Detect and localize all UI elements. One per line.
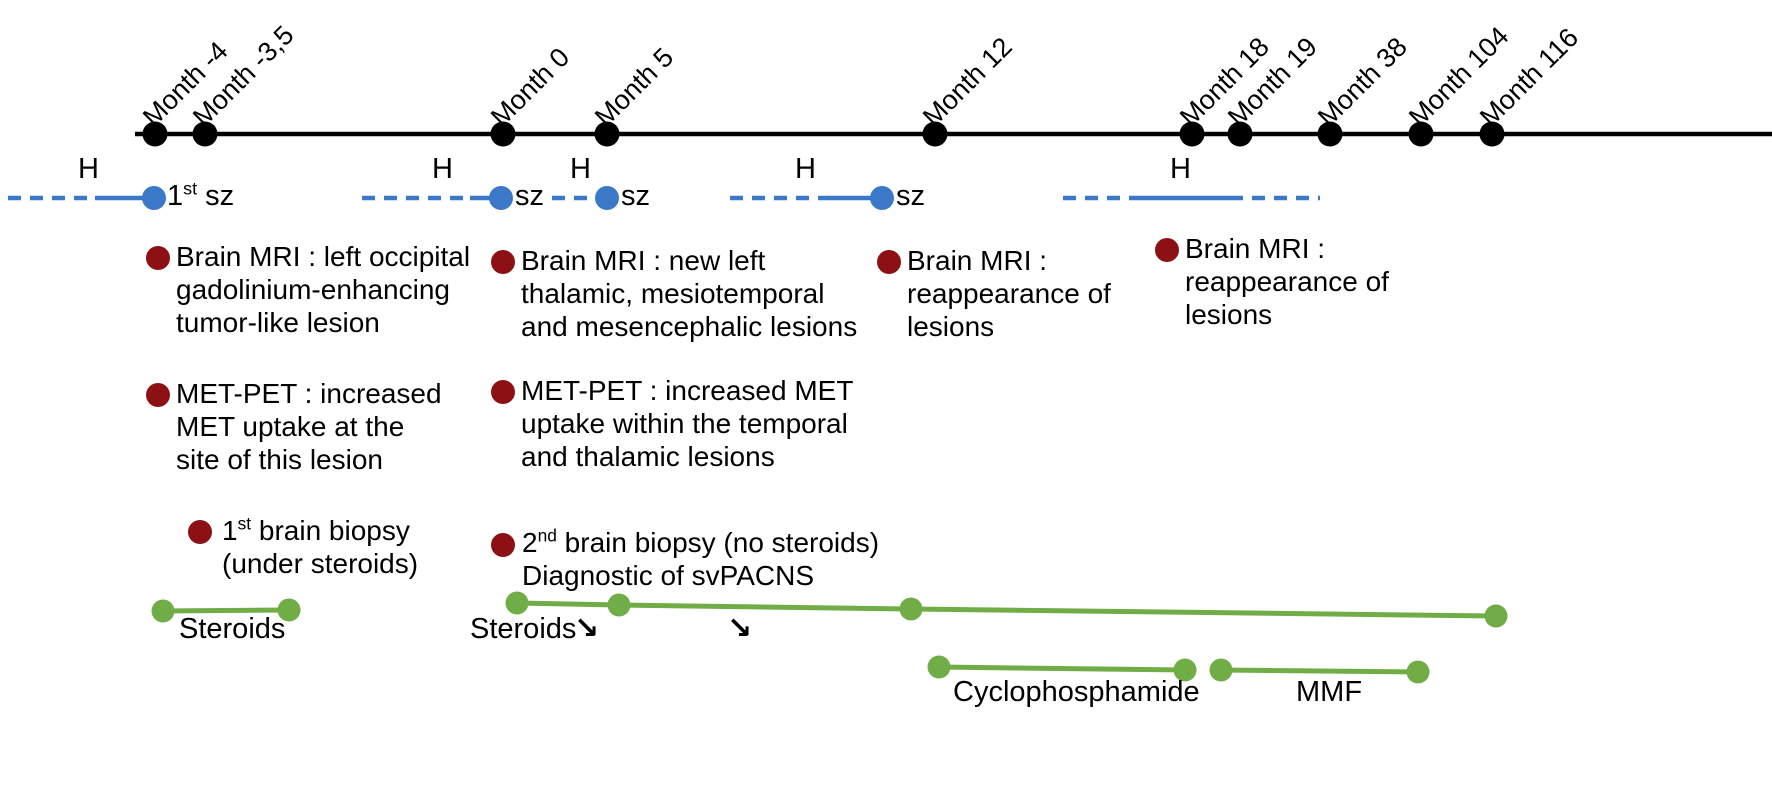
biopsy-note-0: 1st brain biopsy(under steroids) — [222, 514, 418, 580]
seizure-dot-1[interactable] — [489, 186, 513, 210]
treatment-line-1 — [516, 600, 1497, 619]
seizure-ordinal-suffix-0: st — [183, 178, 198, 199]
treatment-node-1-0[interactable] — [505, 591, 529, 615]
imaging-note-3: Brain MRI : reappearance of lesions — [1185, 233, 1389, 330]
imaging-note-4: MET-PET : increased MET uptake at the si… — [176, 378, 442, 475]
treatment-node-0-1[interactable] — [277, 598, 301, 622]
seizure-dot-2[interactable] — [595, 186, 619, 210]
timeline-tick-dot-3[interactable] — [594, 121, 620, 147]
hospitalization-h-label-1: H — [432, 153, 453, 185]
imaging-note-0: Brain MRI : left occipital gadolinium-en… — [176, 241, 471, 338]
treatment-line-0 — [162, 607, 290, 614]
biopsy-note-1: 2nd brain biopsy (no steroids)Diagnostic… — [522, 526, 879, 592]
treatment-line-2 — [938, 664, 1186, 673]
treatment-lines-group — [151, 591, 1508, 684]
imaging-note-1: Brain MRI : new left thalamic, mesiotemp… — [521, 245, 858, 342]
timeline-tick-dot-8[interactable] — [1408, 121, 1434, 147]
steroid-taper-arrow-0: ↘ — [574, 611, 600, 646]
timeline-tick-dot-1[interactable] — [192, 121, 218, 147]
treatment-node-2-1[interactable] — [1173, 658, 1197, 682]
seizure-dot-3[interactable] — [870, 186, 894, 210]
treatment-node-3-1[interactable] — [1406, 660, 1430, 684]
treatment-node-3-0[interactable] — [1209, 658, 1233, 682]
treatment-label-1: Steroids — [470, 613, 577, 645]
timeline-tick-dot-5[interactable] — [1179, 121, 1205, 147]
timeline-tick-dot-0[interactable] — [142, 121, 168, 147]
imaging-marker-dot-1[interactable] — [491, 250, 515, 274]
imaging-marker-dot-4[interactable] — [146, 383, 170, 407]
treatment-label-0: Steroids — [179, 613, 286, 645]
seizure-label-0: 1st sz — [167, 178, 235, 212]
seizure-label-2: sz — [621, 180, 650, 212]
hospitalization-lines-group — [8, 186, 1320, 210]
biopsy-ordinal-suffix-1: nd — [537, 525, 557, 546]
imaging-marker-group — [146, 238, 1179, 557]
hospitalization-h-label-0: H — [78, 153, 99, 185]
biopsy-note-line2-1: Diagnostic of svPACNS — [522, 560, 815, 591]
treatment-node-0-0[interactable] — [151, 599, 175, 623]
hospitalization-h-label-2: H — [570, 153, 591, 185]
timeline-tick-dot-9[interactable] — [1479, 121, 1505, 147]
timeline-tick-dot-2[interactable] — [490, 121, 516, 147]
timeline-tick-dot-7[interactable] — [1317, 121, 1343, 147]
treatment-node-2-0[interactable] — [927, 655, 951, 679]
treatment-line-3 — [1220, 667, 1419, 675]
treatment-label-3: MMF — [1296, 676, 1363, 708]
biopsy-note-line1-1: 2nd brain biopsy (no steroids) — [522, 525, 880, 558]
biopsy-marker-dot-0[interactable] — [188, 520, 212, 544]
biopsy-ordinal-suffix-0: st — [237, 513, 252, 534]
timeline-tick-dot-4[interactable] — [922, 121, 948, 147]
imaging-marker-dot-3[interactable] — [1155, 238, 1179, 262]
treatment-node-1-2[interactable] — [899, 597, 923, 621]
biopsy-note-line2-0: (under steroids) — [222, 548, 419, 579]
seizure-label-3: sz — [896, 180, 925, 212]
treatment-node-1-3[interactable] — [1484, 604, 1508, 628]
steroid-taper-arrow-1: ↘ — [727, 611, 753, 646]
hospitalization-h-label-4: H — [1170, 153, 1191, 185]
seizure-label-1: sz — [515, 180, 544, 212]
imaging-marker-dot-5[interactable] — [491, 380, 515, 404]
seizure-dot-0[interactable] — [142, 186, 166, 210]
timeline-axis-group — [135, 121, 1772, 147]
treatment-node-1-1[interactable] — [607, 593, 631, 617]
imaging-marker-dot-0[interactable] — [146, 246, 170, 270]
imaging-marker-dot-2[interactable] — [877, 250, 901, 274]
timeline-tick-dot-6[interactable] — [1227, 121, 1253, 147]
treatment-label-2: Cyclophosphamide — [953, 676, 1200, 708]
biopsy-marker-dot-1[interactable] — [491, 533, 515, 557]
biopsy-note-line1-0: 1st brain biopsy — [222, 513, 410, 546]
imaging-note-5: MET-PET : increased MET uptake within th… — [521, 375, 854, 472]
hospitalization-h-label-3: H — [795, 153, 816, 185]
imaging-note-2: Brain MRI : reappearance of lesions — [907, 245, 1111, 342]
